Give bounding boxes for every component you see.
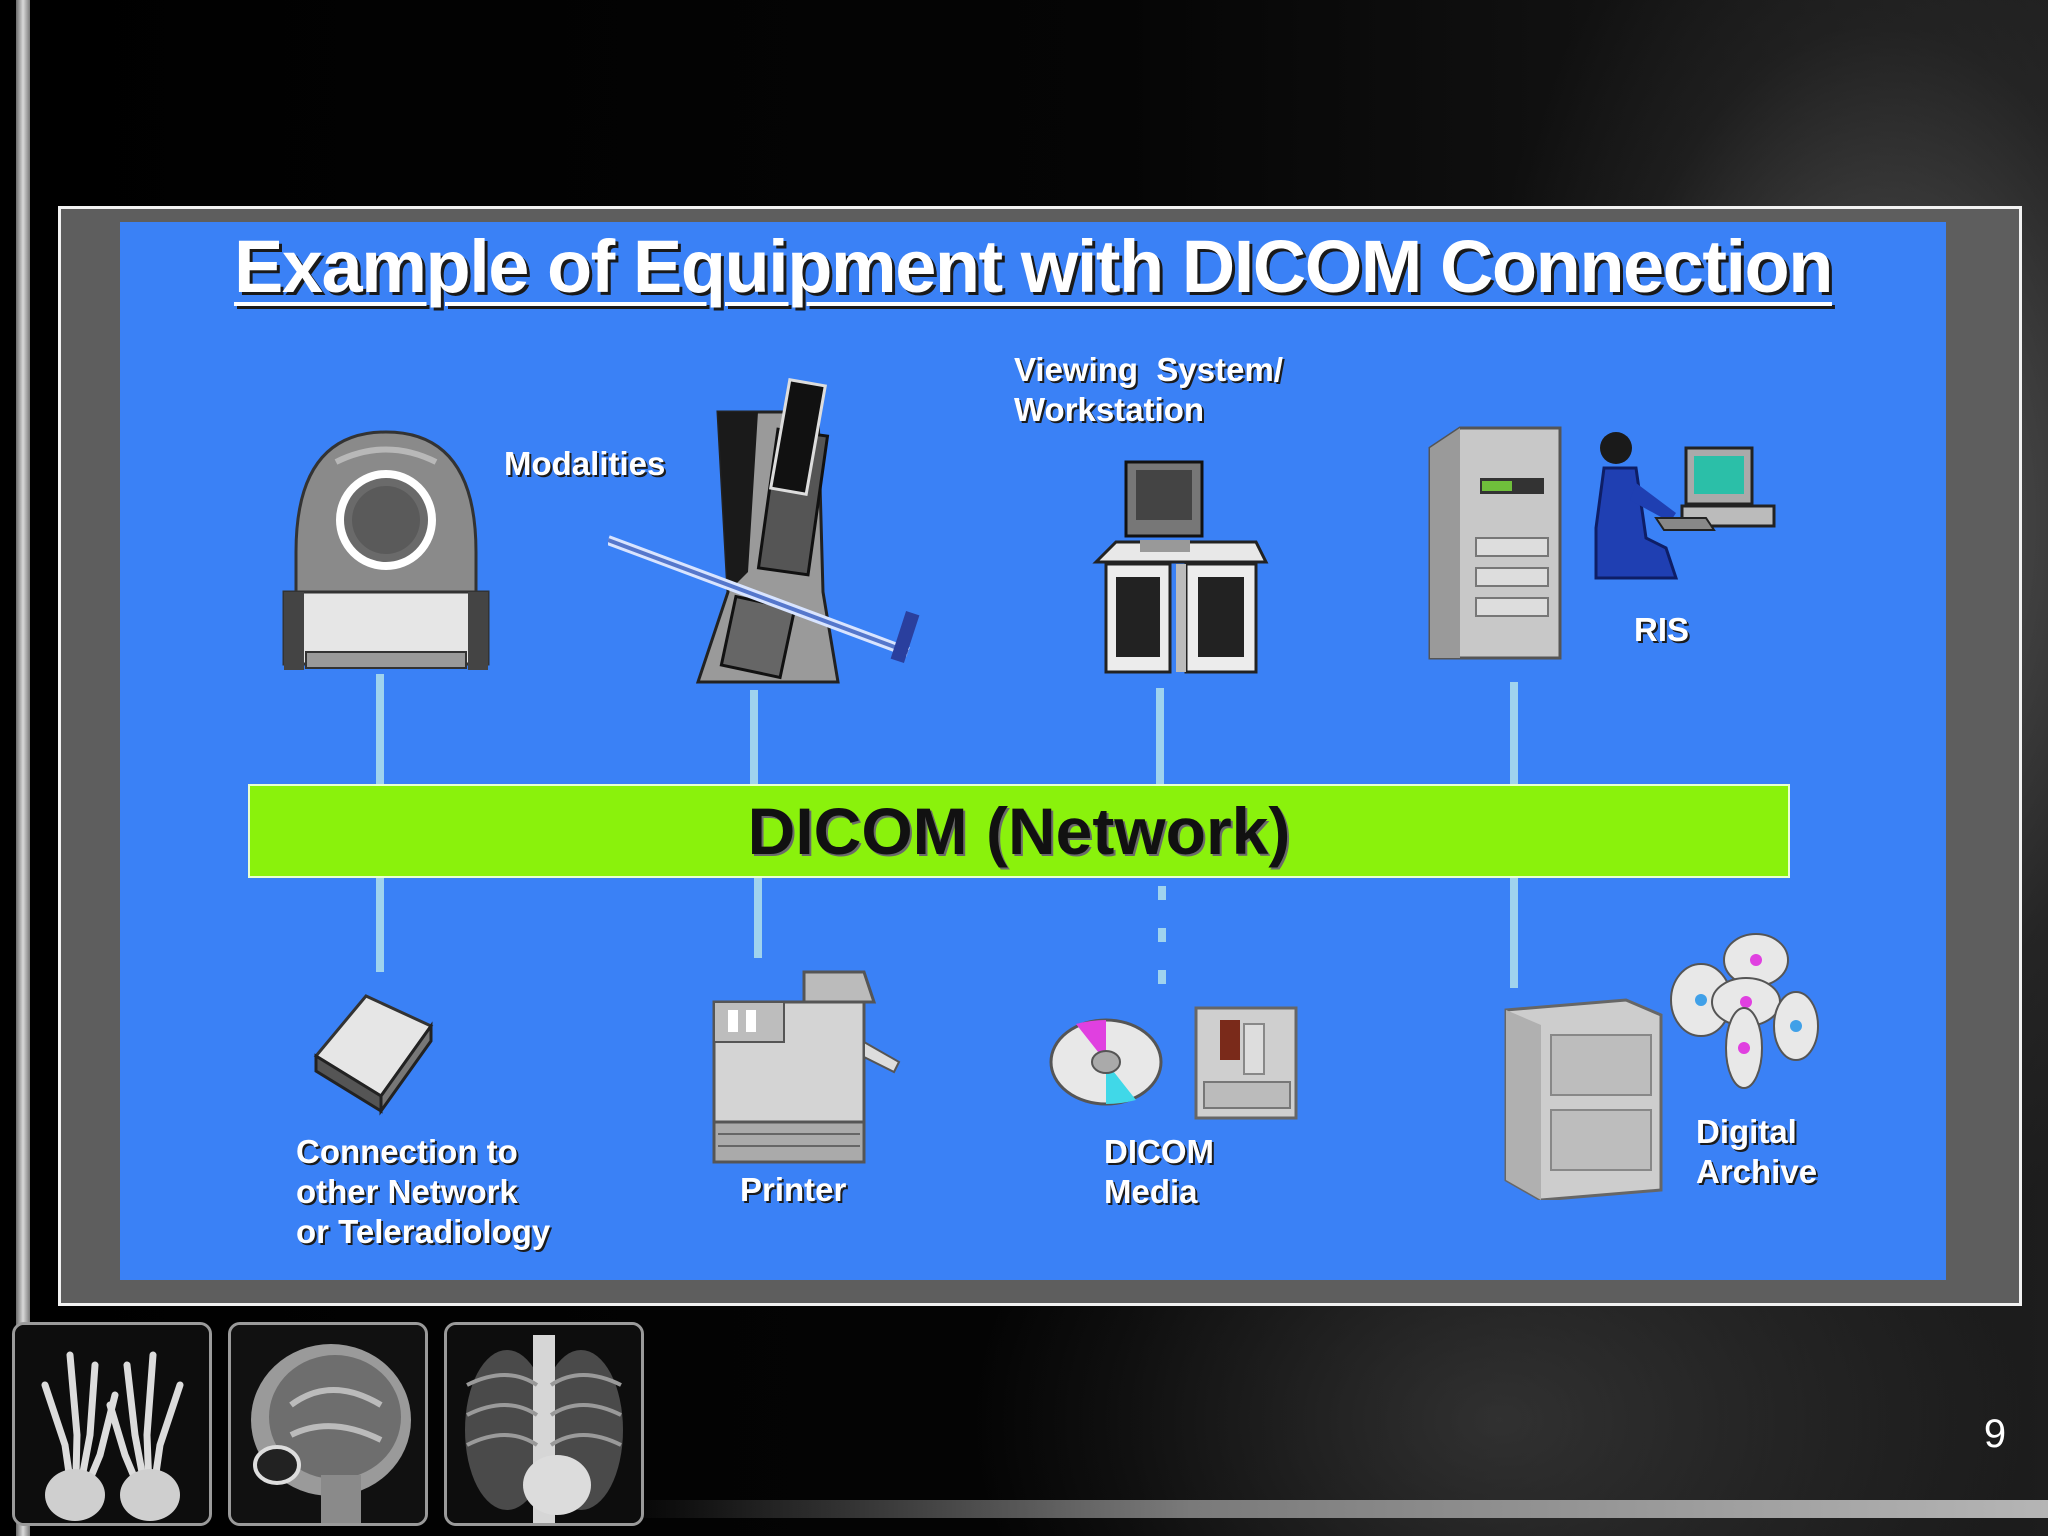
chest-xray-icon	[444, 1322, 644, 1526]
ris-server-icon	[1428, 426, 1562, 660]
ris-label: RIS	[1634, 611, 1690, 648]
viewing-system-label: Viewing System/ Workstation	[1014, 351, 1283, 428]
modalities-label: Modalities	[504, 445, 666, 482]
printer-icon	[712, 970, 901, 1164]
bottom-accent-bar	[620, 1500, 2048, 1518]
network-gateway-icon	[313, 994, 434, 1116]
digital-archive-label: Digital Archive	[1696, 1113, 1818, 1190]
connector-media-dash	[1158, 928, 1166, 942]
diagram-panel: Example of Equipment with DICOM Connecti…	[120, 222, 1946, 1280]
connector-xray	[750, 690, 758, 786]
connector-printer	[754, 878, 762, 958]
network-label: DICOM (Network)	[747, 794, 1291, 868]
ris-operator-icon	[1594, 432, 1776, 580]
connector-archive	[1510, 878, 1518, 988]
connector-workstation	[1156, 688, 1164, 786]
connector-ris	[1510, 682, 1518, 786]
connector-media-dash	[1158, 886, 1166, 900]
connection-label: Connection to other Network or Teleradio…	[296, 1133, 551, 1250]
left-accent-bar	[16, 0, 30, 1536]
connector-ct	[376, 674, 384, 786]
dicom-network-bar: DICOM (Network)	[248, 784, 1790, 878]
connector-media-dash	[1158, 970, 1166, 984]
connector-gateway	[376, 878, 384, 972]
hands-xray-icon	[12, 1322, 212, 1526]
page-number: 9	[1983, 1412, 2007, 1456]
media-drive-icon	[1194, 1006, 1298, 1120]
archive-jukebox-icon	[1504, 998, 1663, 1200]
ct-scanner-icon	[282, 430, 490, 670]
cd-disc-icon	[1049, 1018, 1163, 1106]
dicom-media-label: DICOM Media	[1104, 1133, 1214, 1210]
brain-mri-icon	[228, 1322, 428, 1526]
disc-stack-icon	[1670, 933, 1819, 1089]
printer-label: Printer	[740, 1171, 847, 1208]
workstation-icon	[1092, 460, 1269, 674]
thumbnail-strip	[12, 1322, 652, 1528]
diagram-title: Example of Equipment with DICOM Connecti…	[234, 225, 1833, 308]
xray-machine-icon	[608, 377, 920, 684]
